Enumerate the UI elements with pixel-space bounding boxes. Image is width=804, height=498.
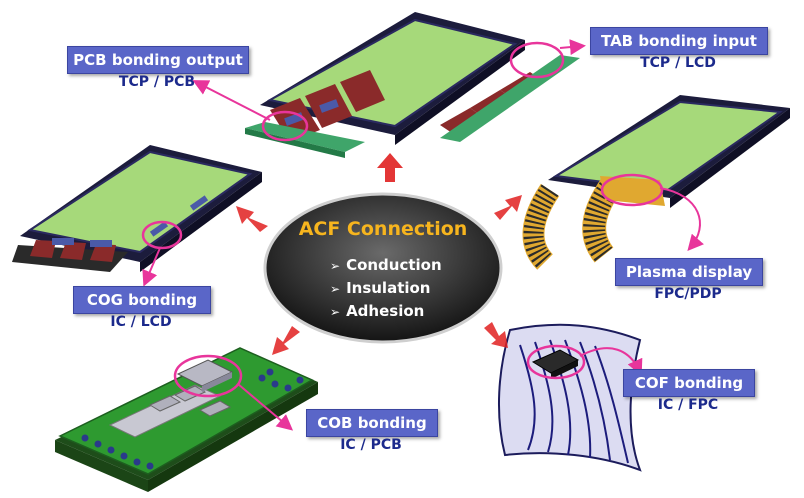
bullet-insulation: ➢ Insulation [330,279,431,297]
cof-highlight [526,344,586,380]
cof-label: COF bonding [623,369,755,397]
acf-title: ACF Connection [298,218,468,240]
plasma-label: Plasma display [615,258,763,286]
cob-pcb-illustration [55,347,318,492]
cof-flex-illustration [497,323,642,472]
plasma-highlight [600,173,664,207]
tab-input-label: TAB bonding input [590,27,768,55]
tab-input-sub: TCP / LCD [640,55,716,71]
pcb-output-sub: TCP / PCB [118,74,196,90]
direction-arrows [236,153,522,355]
bullet-label: Adhesion [346,302,425,320]
cof-pointer [579,347,643,376]
bullet-label: Insulation [346,279,431,297]
pcb-output-pointer [192,80,271,121]
cof-sub: IC / FPC [657,397,719,413]
tcp-lcd-panel-illustration [245,12,580,158]
bullet-arrow-icon: ➢ [330,282,341,296]
bullet-conduction: ➢ Conduction [330,256,442,274]
cog-sub: IC / LCD [110,314,172,330]
pcb-output-highlight [261,110,309,142]
cob-label: COB bonding [306,409,438,437]
plasma-sub: FPC/PDP [654,286,722,302]
bullet-arrow-icon: ➢ [330,305,341,319]
tab-input-pointer [559,39,586,56]
bullet-label: Conduction [346,256,442,274]
cob-sub: IC / PCB [340,437,402,453]
cob-highlight [173,354,243,398]
tab-input-highlight [509,41,565,79]
cog-panel-illustration [12,145,262,272]
acf-center-ellipse [263,192,503,344]
pcb-output-label: PCB bonding output [67,46,249,74]
bullet-adhesion: ➢ Adhesion [330,302,424,320]
plasma-panel-illustration [522,95,790,270]
bullet-arrow-icon: ➢ [330,259,341,273]
cob-pointer [237,383,294,431]
cog-label: COG bonding [73,286,211,314]
cog-pointer [142,247,161,287]
cog-highlight [141,220,183,250]
plasma-pointer [659,187,704,252]
